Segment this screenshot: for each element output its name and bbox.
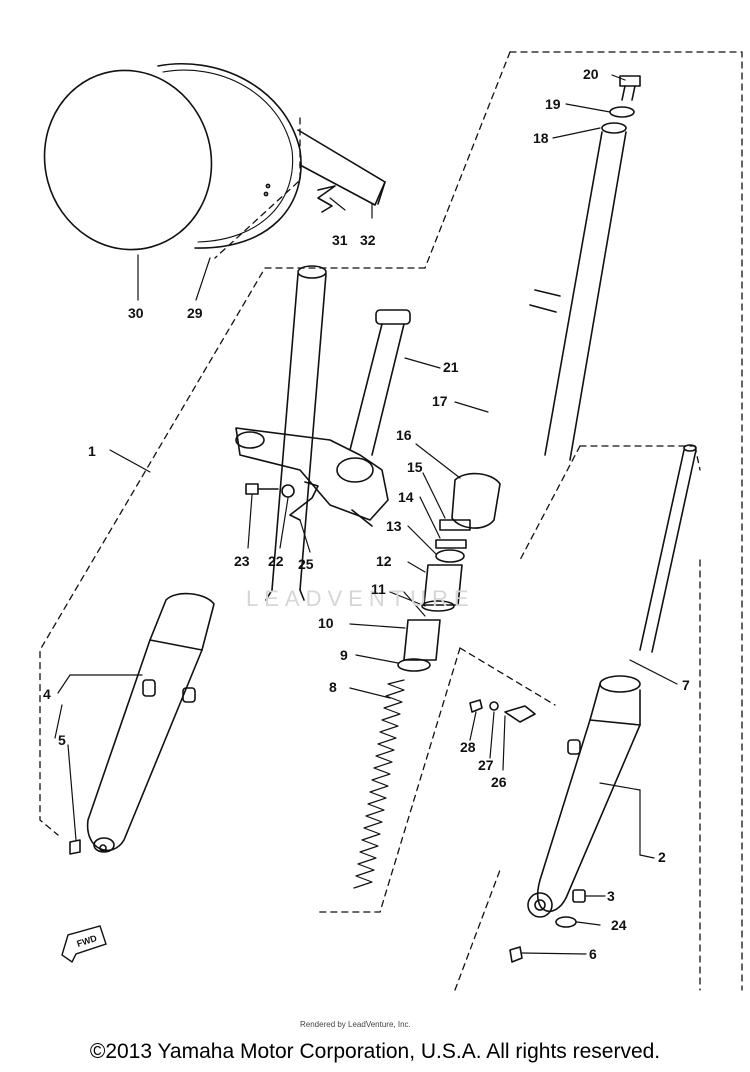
washer-9 bbox=[397, 658, 431, 672]
right-fork-lower bbox=[469, 444, 697, 963]
callout-21: 21 bbox=[443, 359, 459, 375]
callout-11: 11 bbox=[371, 581, 386, 597]
callout-12: 12 bbox=[376, 553, 392, 569]
fork-cover-16 bbox=[451, 472, 501, 529]
callout-2: 2 bbox=[658, 849, 666, 865]
callout-26: 26 bbox=[491, 774, 507, 790]
callout-32: 32 bbox=[360, 232, 376, 248]
callout-16: 16 bbox=[396, 427, 412, 443]
callout-20: 20 bbox=[583, 66, 599, 82]
pinch-bolt-set bbox=[245, 481, 319, 521]
headlight-stay bbox=[297, 129, 386, 206]
callout-7: 7 bbox=[682, 677, 690, 693]
callout-25: 25 bbox=[298, 556, 314, 572]
callout-31: 31 bbox=[332, 232, 348, 248]
watermark-text: LEADVENTURE bbox=[246, 586, 475, 611]
forward-direction-marker: FWD bbox=[61, 925, 107, 964]
callout-22: 22 bbox=[268, 553, 284, 569]
left-outer-tube bbox=[149, 592, 215, 651]
clip-31 bbox=[317, 185, 336, 213]
copyright-notice: ©2013 Yamaha Motor Corporation, U.S.A. A… bbox=[89, 1040, 661, 1063]
callout-15: 15 bbox=[407, 459, 423, 475]
part-callouts: 1 2 3 4 5 6 7 8 9 10 11 12 13 14 15 16 1… bbox=[43, 66, 690, 962]
callout-5: 5 bbox=[58, 732, 66, 748]
callout-30: 30 bbox=[128, 305, 144, 321]
spacer-12 bbox=[423, 564, 463, 606]
callout-27: 27 bbox=[478, 757, 494, 773]
callout-8: 8 bbox=[329, 679, 337, 695]
callout-18: 18 bbox=[533, 130, 549, 146]
spacer-10 bbox=[403, 619, 441, 661]
under-bracket bbox=[235, 309, 411, 527]
leader-lines bbox=[54, 74, 678, 955]
callout-14: 14 bbox=[398, 489, 414, 505]
left-fork-assembly bbox=[69, 265, 327, 855]
render-credit: Rendered by LeadVenture, Inc. bbox=[300, 1020, 411, 1029]
front-fork-exploded-diagram: FWD LEADVENTURE 1 2 3 4 5 6 7 8 9 10 11 … bbox=[39, 51, 743, 1029]
bearing-15 bbox=[439, 519, 471, 531]
callout-19: 19 bbox=[545, 96, 561, 112]
callout-9: 9 bbox=[340, 647, 348, 663]
callout-28: 28 bbox=[460, 739, 476, 755]
fork-spring bbox=[353, 679, 405, 889]
callout-24: 24 bbox=[611, 917, 627, 933]
right-fork-upper bbox=[397, 75, 641, 672]
headlight-rim bbox=[157, 62, 302, 249]
collar-13 bbox=[435, 549, 465, 563]
group-boundaries bbox=[39, 51, 743, 991]
callout-6: 6 bbox=[589, 946, 597, 962]
callout-1: 1 bbox=[88, 443, 96, 459]
callout-10: 10 bbox=[318, 615, 334, 631]
callout-4: 4 bbox=[43, 686, 51, 702]
headlight-lens bbox=[43, 69, 213, 251]
watermark: LEADVENTURE bbox=[246, 586, 475, 611]
callout-17: 17 bbox=[432, 393, 448, 409]
callout-3: 3 bbox=[607, 888, 615, 904]
callout-13: 13 bbox=[386, 518, 402, 534]
bearing-14 bbox=[435, 539, 467, 549]
callout-23: 23 bbox=[234, 553, 250, 569]
oring-11 bbox=[421, 600, 455, 612]
headlight-assembly bbox=[43, 62, 386, 251]
callout-29: 29 bbox=[187, 305, 203, 321]
